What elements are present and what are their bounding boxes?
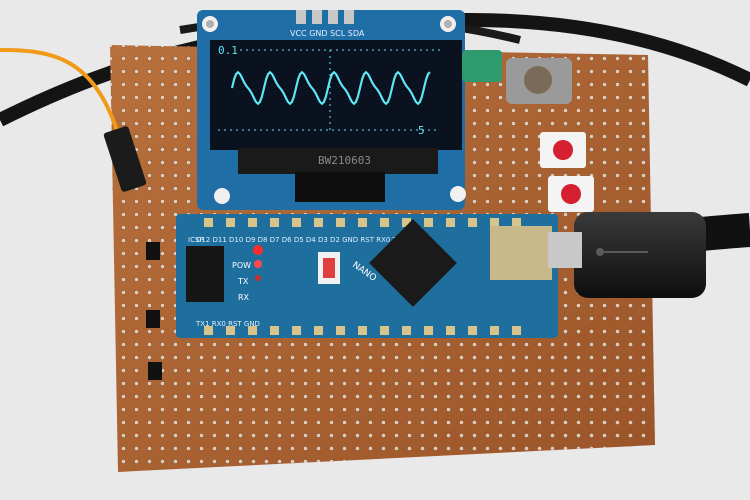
- icsp-header: ICSP: [186, 236, 224, 302]
- oled-module-code: BW210603: [318, 154, 371, 167]
- header-pin: [314, 326, 323, 335]
- top-pin-row: [204, 218, 521, 227]
- header-pin: [292, 326, 301, 335]
- header-pin: [204, 326, 213, 335]
- oled-scale-top: 0.1: [218, 44, 238, 57]
- header-pin: [204, 218, 213, 227]
- oled-module: VCC GND SCL SDA 0.1 5 BW210603: [197, 10, 466, 210]
- header-pin: [248, 326, 257, 335]
- header-pin: [512, 218, 521, 227]
- header-pin: [490, 326, 499, 335]
- led-label-pow: POW: [232, 261, 251, 270]
- header-pin: [380, 218, 389, 227]
- header-pin: [490, 218, 499, 227]
- push-button-1: [540, 132, 586, 168]
- header-pin: [226, 218, 235, 227]
- header-pin: [292, 218, 301, 227]
- svg-text:ICSP: ICSP: [188, 236, 204, 244]
- oled-scale-bottom: 5: [418, 124, 425, 137]
- header-pin: [270, 218, 279, 227]
- header-pin: [248, 218, 257, 227]
- nano-bottom-pin-labels: TX1 RX0 RST GND: [195, 320, 260, 328]
- status-leds: POW TX RX: [232, 245, 263, 302]
- header-pin: [380, 326, 389, 335]
- bottom-pin-row: [204, 326, 521, 335]
- header-pin: [314, 218, 323, 227]
- rotary-switch: [506, 58, 572, 104]
- header-pin: [226, 326, 235, 335]
- header-pin: [402, 326, 411, 335]
- header-pin: [358, 326, 367, 335]
- header-pin: [468, 218, 477, 227]
- green-capacitor: [462, 50, 502, 82]
- usb-symbol-icon: [596, 248, 648, 256]
- header-pin: [270, 326, 279, 335]
- arduino-nano: D12 D11 D10 D9 D8 D7 D6 D5 D4 D3 D2 GND …: [176, 214, 558, 338]
- mini-usb-port: [490, 226, 552, 280]
- header-pin: [424, 326, 433, 335]
- header-pin: [446, 326, 455, 335]
- header-pin: [336, 218, 345, 227]
- oled-header-pins: [296, 10, 354, 24]
- jumper-connector: [103, 126, 147, 192]
- oled-pin-labels: VCC GND SCL SDA: [290, 29, 365, 38]
- orange-jumper-wire: [0, 48, 122, 141]
- header-pin: [336, 326, 345, 335]
- reset-button: [318, 252, 340, 284]
- header-pins-left: [146, 242, 162, 380]
- header-pin: [424, 218, 433, 227]
- header-pin: [358, 218, 367, 227]
- oled-waveform: [230, 70, 431, 106]
- microcontroller-chip: [369, 219, 457, 307]
- header-pin: [446, 218, 455, 227]
- usb-cable: [548, 212, 750, 298]
- header-pin: [512, 326, 521, 335]
- nano-top-pin-labels: D12 D11 D10 D9 D8 D7 D6 D5 D4 D3 D2 GND …: [196, 236, 406, 244]
- header-pin: [468, 326, 477, 335]
- led-label-tx: TX: [237, 277, 249, 286]
- header-pin: [402, 218, 411, 227]
- led-label-rx: RX: [238, 293, 250, 302]
- push-button-2: [548, 176, 594, 212]
